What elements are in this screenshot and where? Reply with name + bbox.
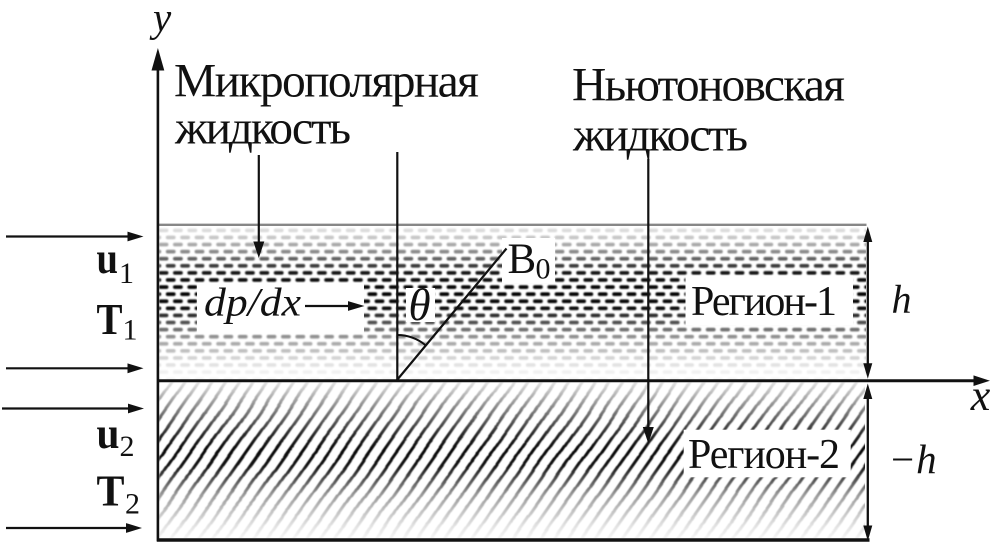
svg-text:Ньютоновская: Ньютоновская [572, 60, 845, 112]
svg-text:T: T [97, 467, 125, 516]
svg-text:y: y [149, 0, 172, 40]
svg-text:T: T [97, 295, 123, 344]
svg-text:жидкость: жидкость [174, 102, 351, 154]
svg-text:u: u [97, 234, 119, 283]
svg-text:dp/dx: dp/dx [204, 280, 301, 325]
svg-text:0: 0 [536, 253, 551, 286]
svg-text:1: 1 [119, 257, 134, 290]
svg-text:1: 1 [123, 314, 138, 347]
svg-text:2: 2 [120, 430, 135, 463]
svg-text:2: 2 [125, 488, 140, 521]
svg-text:Регион-1: Регион-1 [691, 279, 837, 325]
svg-text:u: u [97, 409, 120, 458]
svg-text:Регион-2: Регион-2 [688, 432, 840, 478]
svg-text:x: x [970, 371, 991, 420]
svg-text:жидкость: жидкость [572, 109, 748, 161]
svg-text:B: B [508, 236, 537, 283]
svg-text:−h: −h [889, 436, 937, 482]
svg-text:θ: θ [409, 280, 431, 330]
svg-text:h: h [892, 277, 912, 322]
svg-text:Микрополярная: Микрополярная [174, 56, 479, 108]
